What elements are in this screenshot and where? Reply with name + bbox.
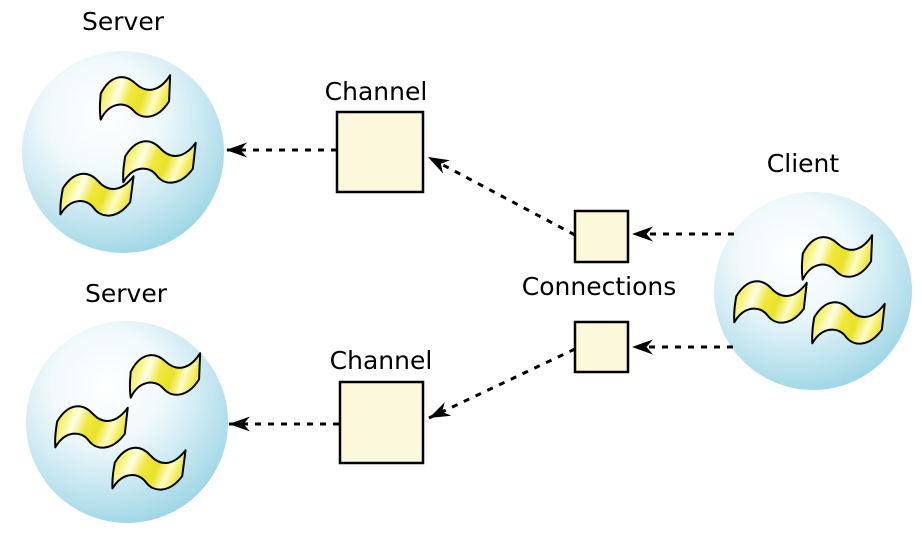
server-top-label: Server: [82, 7, 164, 36]
client-label: Client: [766, 149, 840, 178]
channel-bottom-label: Channel: [329, 346, 433, 375]
arrow-connection-bottom-to-channel-bottom: [428, 347, 576, 420]
channel-top-box: [335, 110, 425, 194]
connection-top-box: [573, 209, 630, 264]
server-bottom-label: Server: [85, 279, 167, 308]
channel-top-label: Channel: [324, 77, 428, 106]
connection-bottom-box: [573, 320, 630, 374]
channel-bottom-box: [338, 380, 425, 465]
arrow-connection-top-to-channel-top: [427, 155, 576, 237]
connections-label: Connections: [521, 272, 677, 301]
